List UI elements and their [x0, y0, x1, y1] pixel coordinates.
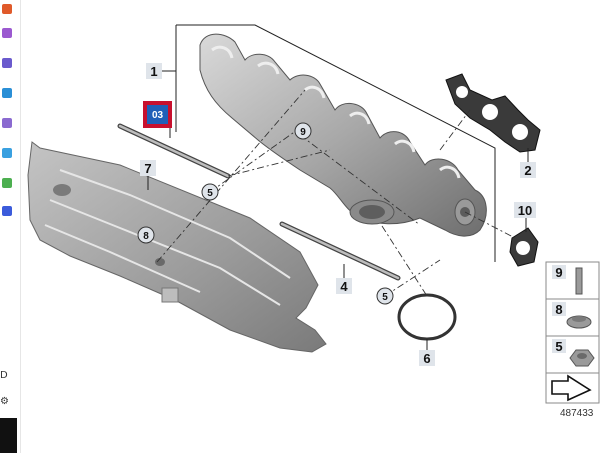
heat-shield — [27, 141, 327, 353]
seal-ring — [397, 293, 457, 341]
svg-text:10: 10 — [518, 203, 532, 218]
svg-text:03: 03 — [152, 110, 164, 121]
arrow-icon[interactable] — [551, 374, 592, 402]
svg-text:8: 8 — [555, 302, 562, 317]
callout-7[interactable]: 7 — [140, 160, 156, 176]
svg-text:8: 8 — [143, 231, 149, 242]
manifold-gasket — [445, 73, 541, 153]
reference-number: 487433 — [560, 408, 594, 419]
svg-text:6: 6 — [423, 351, 430, 366]
svg-text:1: 1 — [150, 64, 157, 79]
toolbar-icon-2[interactable] — [2, 28, 12, 38]
toolbar-icon-1[interactable] — [2, 4, 12, 14]
toolbar-label-d: D — [0, 370, 8, 381]
left-toolbar: D ⚙ — [0, 0, 21, 453]
toolbar-icon-7[interactable] — [2, 178, 12, 188]
gear-icon[interactable]: ⚙ — [0, 396, 9, 407]
legend-item-9[interactable]: 9 — [552, 265, 583, 295]
fastener-legend: 9 8 5 — [545, 261, 600, 404]
toolbar-icon-4[interactable] — [2, 88, 12, 98]
toolbar-icon-3[interactable] — [2, 58, 12, 68]
callout-4[interactable]: 4 — [336, 278, 352, 294]
exhaust-manifold — [199, 33, 487, 237]
toolbar-icon-8[interactable] — [2, 206, 12, 216]
bubble-8[interactable]: 8 — [137, 226, 155, 244]
bubble-5-upper[interactable]: 5 — [201, 183, 219, 201]
legend-item-5[interactable]: 5 — [552, 339, 595, 367]
svg-text:5: 5 — [555, 339, 562, 354]
assembly-bracket-lines — [175, 24, 496, 262]
callout-1[interactable]: 1 — [146, 63, 162, 79]
bubble-9[interactable]: 9 — [294, 122, 312, 140]
callout-10[interactable]: 10 — [514, 202, 536, 218]
stud-bolt-upper — [117, 123, 231, 179]
toolbar-icon-6[interactable] — [2, 148, 12, 158]
svg-text:7: 7 — [144, 161, 151, 176]
svg-text:5: 5 — [207, 188, 213, 199]
callout-6[interactable]: 6 — [419, 350, 435, 366]
flange-gasket — [509, 227, 539, 267]
svg-text:2: 2 — [524, 163, 531, 178]
svg-text:5: 5 — [382, 292, 388, 303]
svg-text:4: 4 — [340, 279, 348, 294]
bubble-5-lower[interactable]: 5 — [376, 287, 394, 305]
svg-text:9: 9 — [300, 127, 306, 138]
callout-2[interactable]: 2 — [520, 162, 536, 178]
legend-item-8[interactable]: 8 — [552, 302, 592, 329]
assembly-axis-lines — [156, 89, 516, 297]
stud-bolt-lower — [279, 221, 401, 281]
svg-text:9: 9 — [555, 265, 562, 280]
toolbar-dark-button[interactable] — [0, 418, 17, 453]
highlight-badge-03[interactable]: 03 — [143, 101, 172, 128]
toolbar-icon-5[interactable] — [2, 118, 12, 128]
